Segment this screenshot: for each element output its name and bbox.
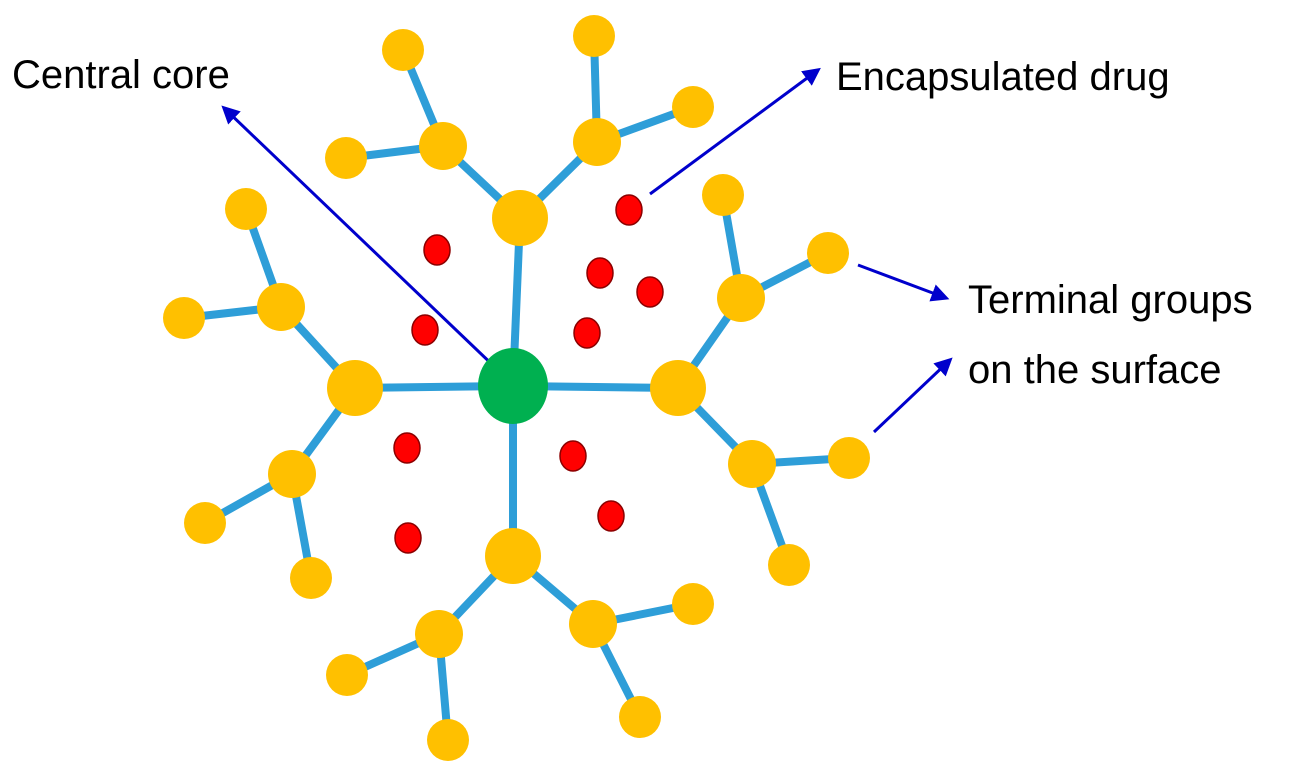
drug-molecule — [573, 317, 601, 349]
encapsulated-drug-arrow — [649, 67, 821, 196]
terminal-group — [163, 297, 205, 339]
branch-node — [327, 360, 383, 416]
drug-molecule — [394, 522, 422, 554]
terminal-groups-label-line1: Terminal groups — [968, 278, 1253, 322]
terminal-group — [672, 86, 714, 128]
branch-node — [728, 440, 776, 488]
terminal-group — [807, 232, 849, 274]
encapsulated-drug-label: Encapsulated drug — [836, 55, 1170, 99]
drug-molecule — [423, 234, 451, 266]
branch-node — [268, 450, 316, 498]
branch-node — [492, 190, 548, 246]
drug-molecule — [393, 432, 421, 464]
branch-node — [650, 360, 706, 416]
branch-node — [419, 122, 467, 170]
branch-nodes — [163, 15, 870, 761]
terminal-group — [184, 502, 226, 544]
terminal-groups-label-line2: on the surface — [968, 348, 1222, 392]
terminal-group — [702, 174, 744, 216]
central-core-arrow — [221, 105, 502, 374]
branch-node — [717, 274, 765, 322]
terminal-group — [828, 437, 870, 479]
terminal-group — [672, 583, 714, 625]
drug-molecule — [559, 440, 587, 472]
terminal-groups-arrow-upper — [857, 263, 950, 302]
terminal-group — [382, 29, 424, 71]
terminal-group — [225, 188, 267, 230]
branch-node — [415, 610, 463, 658]
drug-molecule — [411, 314, 439, 346]
terminal-group — [427, 719, 469, 761]
drug-molecule — [586, 257, 614, 289]
terminal-group — [768, 544, 810, 586]
central-core-label: Central core — [12, 53, 230, 97]
branch-node — [569, 600, 617, 648]
terminal-groups-arrow-lower — [872, 357, 953, 434]
drug-molecule — [597, 500, 625, 532]
terminal-group — [619, 696, 661, 738]
branch-node — [485, 528, 541, 584]
annotation-arrows — [221, 67, 953, 434]
branch-node — [573, 118, 621, 166]
terminal-group — [326, 654, 368, 696]
drug-molecule — [615, 194, 643, 226]
branch-node — [257, 283, 305, 331]
terminal-group — [325, 137, 367, 179]
central-core — [478, 348, 548, 424]
terminal-group — [573, 15, 615, 57]
drug-molecule — [636, 276, 664, 308]
terminal-group — [290, 557, 332, 599]
encapsulated-drug-molecules — [393, 194, 664, 554]
